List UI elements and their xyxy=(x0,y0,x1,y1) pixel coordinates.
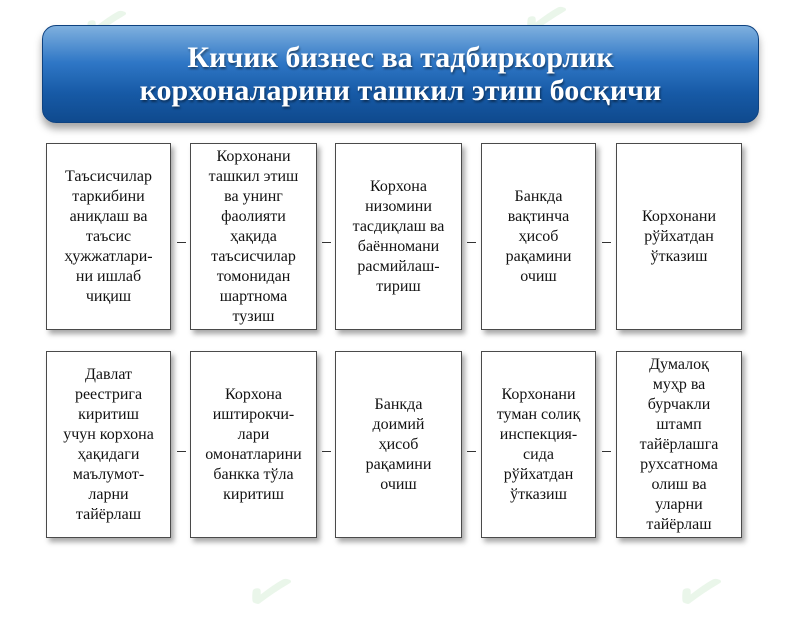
step-box: Корхона низомини тасдиқлаш ва баённомани… xyxy=(335,143,462,330)
watermark-check-icon: ✓ xyxy=(235,552,308,633)
connector-dash xyxy=(602,451,611,452)
step-box: Корхона иштирокчи- лари омонатларини бан… xyxy=(190,351,317,538)
step-box: Банкда вақтинча ҳисоб рақамини очиш xyxy=(481,143,596,330)
step-box: Банкда доимий ҳисоб рақамини очиш xyxy=(335,351,462,538)
connector-dash xyxy=(467,451,476,452)
step-box: Давлат реестрига киритиш учун корхона ҳа… xyxy=(46,351,171,538)
connector-dash xyxy=(177,451,186,452)
title-banner: Кичик бизнес ва тадбиркорлик корхоналари… xyxy=(42,25,759,123)
connector-dash xyxy=(322,451,331,452)
connector-dash xyxy=(467,242,476,243)
watermark-check-icon: ✓ xyxy=(665,552,738,633)
step-box: Корхонани рўйхатдан ўтказиш xyxy=(616,143,742,330)
title-line-2: корхоналарини ташкил этиш босқичи xyxy=(139,74,662,107)
step-box: Корхонани туман солиқ инспекция- сида рў… xyxy=(481,351,596,538)
step-box: Корхонани ташкил этиш ва унинг фаолияти … xyxy=(190,143,317,330)
connector-dash xyxy=(602,242,611,243)
connector-dash xyxy=(177,242,186,243)
connector-dash xyxy=(322,242,331,243)
title-line-1: Кичик бизнес ва тадбиркорлик xyxy=(187,41,614,74)
step-box: Думалоқ муҳр ва бурчакли штамп тайёрлашг… xyxy=(616,351,742,538)
step-box: Таъсисчилар таркибини аниқлаш ва таъсис … xyxy=(46,143,171,330)
